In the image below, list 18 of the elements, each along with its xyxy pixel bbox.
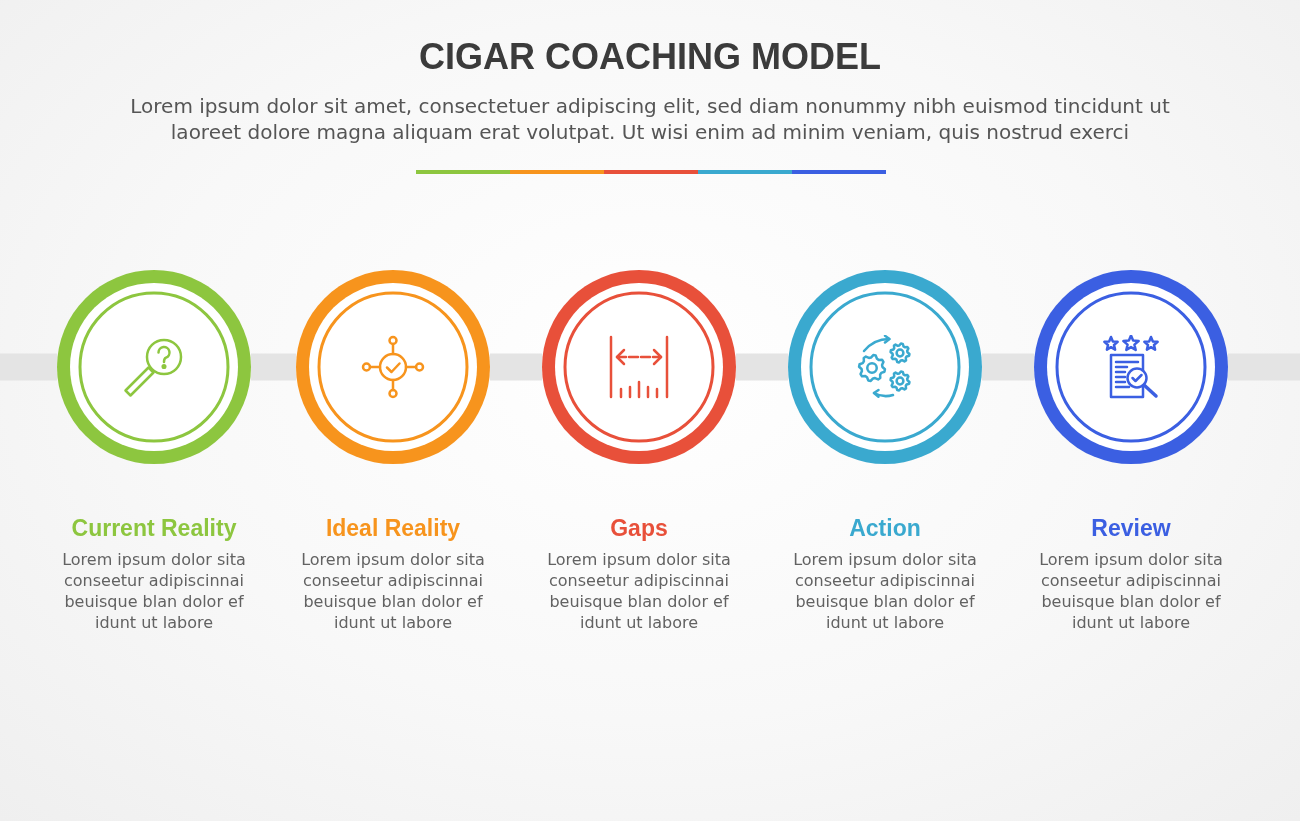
step-heading: Action — [849, 514, 921, 542]
step-description: Lorem ipsum dolor sita conseetur adipiscinnai beuisque blan dolor ef idunt ut labore — [61, 549, 247, 633]
connector-band — [982, 353, 1034, 381]
step-heading: Ideal Reality — [325, 514, 461, 542]
step-description: Lorem ipsum dolor sita conseetur adipiscinnai beuisque blan dolor ef idunt ut labore — [792, 549, 978, 633]
step-heading: Review — [1091, 514, 1171, 542]
connector-band — [736, 353, 788, 381]
step-description: Lorem ipsum dolor sita conseetur adipiscinnai beuisque blan dolor ef idunt ut labore — [300, 549, 486, 633]
step-description: Lorem ipsum dolor sita conseetur adipiscinnai beuisque blan dolor ef idunt ut labore — [546, 549, 732, 633]
step-heading: Gaps — [610, 514, 668, 542]
step-heading: Current Reality — [71, 514, 237, 542]
connector-band — [1228, 353, 1300, 381]
connector-band — [490, 353, 542, 381]
title: CIGAR COACHING MODEL — [419, 36, 881, 78]
connector-band — [0, 353, 57, 381]
step-description: Lorem ipsum dolor sita conseetur adipiscinnai beuisque blan dolor ef idunt ut labore — [1038, 549, 1224, 633]
intro-paragraph: Lorem ipsum dolor sit amet, consectetuer adipiscing elit, sed diam nonummy nibh euismod tincidunt ut laoreet dolore magna aliquam erat volutpat. Ut wisi enim ad minim veniam, quis nostrud exerci — [129, 93, 1171, 145]
connector-band — [251, 353, 296, 381]
